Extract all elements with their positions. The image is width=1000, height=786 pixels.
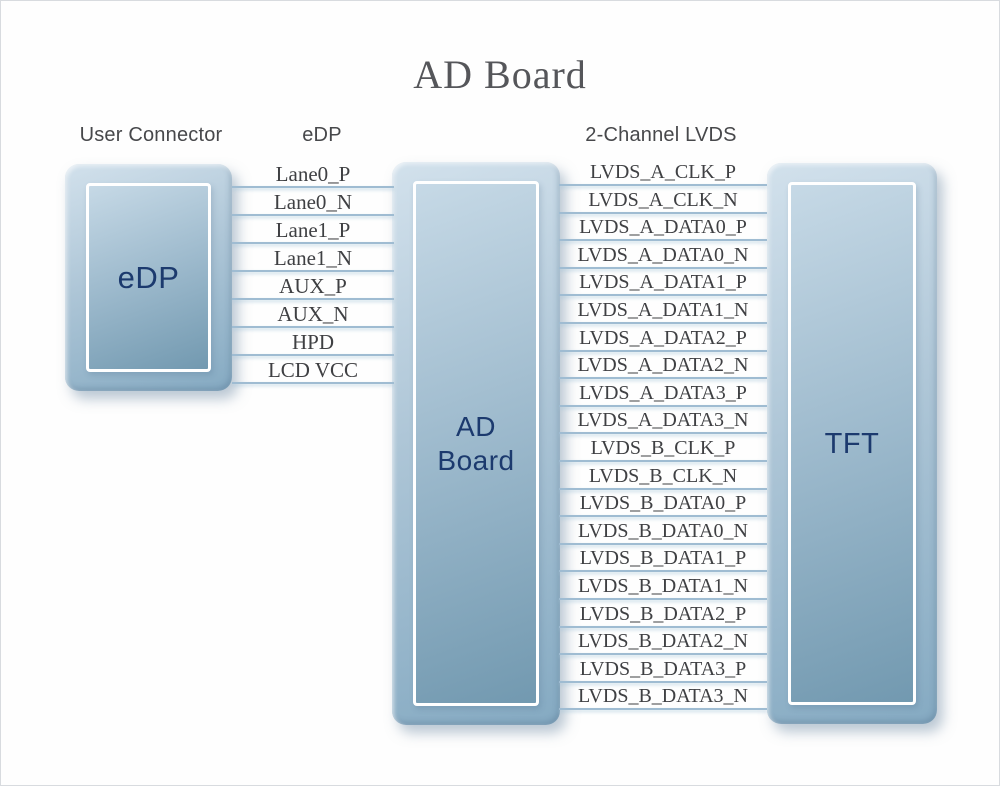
edp-signal-label: HPD (291, 330, 334, 354)
edp-signal-row: Lane0_N (232, 188, 394, 216)
lvds-signal-label: LVDS_A_DATA1_P (579, 271, 747, 294)
lvds-signal-row: LVDS_A_DATA2_N (559, 353, 767, 380)
lvds-signal-line (559, 570, 767, 573)
lvds-signal-label: LVDS_B_CLK_N (588, 464, 738, 487)
lvds-signal-line (559, 680, 767, 683)
lvds-signal-line (559, 432, 767, 435)
lvds-signal-row: LVDS_B_CLK_N (559, 464, 767, 490)
edp-signal-label: Lane1_P (275, 218, 351, 242)
ad-board-label-line2: Board (437, 444, 515, 476)
lvds-signal-label: LVDS_A_DATA3_N (577, 409, 749, 432)
lvds-signal-row: LVDS_B_DATA3_P (559, 657, 767, 683)
lvds-signal-row: LVDS_A_DATA3_N (559, 408, 767, 435)
lvds-signal-label: LVDS_A_DATA3_P (579, 381, 747, 404)
edp-signal-row: AUX_N (232, 300, 394, 328)
edp-connector-block: eDP (65, 164, 232, 391)
edp-block-label: eDP (117, 259, 180, 295)
lvds-signal-label: LVDS_A_DATA0_P (579, 216, 747, 239)
tft-panel-block: TFT (767, 163, 937, 724)
lvds-signal-row: LVDS_B_DATA2_P (559, 602, 767, 628)
lvds-signal-line (559, 239, 767, 242)
edp-signal-row: Lane0_P (232, 160, 394, 188)
edp-signal-line (232, 298, 394, 300)
lvds-signal-line (559, 515, 767, 518)
lvds-signal-label: LVDS_A_DATA1_N (577, 299, 749, 321)
lvds-signal-row: LVDS_B_DATA3_N (559, 684, 767, 711)
lvds-signal-row: LVDS_A_DATA3_P (559, 381, 767, 407)
page-title: AD Board (413, 52, 587, 97)
lvds-signal-row: LVDS_A_DATA0_P (559, 215, 767, 242)
tft-block-label: TFT (824, 427, 880, 460)
edp-signal-label: LCD VCC (267, 358, 359, 382)
lvds-signal-label: LVDS_A_DATA0_N (577, 243, 749, 266)
lvds-signal-line (559, 598, 767, 600)
lvds-signal-row: LVDS_B_DATA0_P (559, 491, 767, 518)
lvds-signal-row: LVDS_B_CLK_P (559, 436, 767, 462)
edp-signal-line (232, 326, 394, 328)
edp-signal-row: Lane1_N (232, 244, 394, 272)
edp-signal-row: LCD VCC (232, 356, 394, 384)
ad-board-block-label: AD Board (437, 410, 514, 478)
column-header-lvds: 2-Channel LVDS (585, 124, 737, 146)
lvds-signal-line (559, 294, 767, 297)
lvds-signal-row: LVDS_B_DATA1_P (559, 546, 767, 573)
lvds-signal-line (559, 708, 767, 711)
edp-signal-line (232, 382, 394, 384)
lvds-signal-row: LVDS_A_DATA1_P (559, 270, 767, 297)
ad-board-label-line1: AD (456, 410, 496, 442)
edp-signal-line (232, 214, 394, 216)
lvds-signal-label: LVDS_B_DATA2_N (578, 630, 748, 653)
lvds-signal-row: LVDS_A_DATA0_N (559, 243, 767, 269)
ad-board-block: AD Board (392, 162, 560, 725)
lvds-signal-line (559, 542, 767, 545)
lvds-signal-line (559, 211, 767, 214)
edp-signal-label: Lane0_P (275, 162, 351, 186)
edp-signal-row: Lane1_P (232, 216, 394, 244)
edp-signal-row: AUX_P (232, 272, 394, 300)
lvds-signal-row: LVDS_A_DATA1_N (559, 298, 767, 324)
edp-signal-line (232, 354, 394, 356)
edp-signal-label: AUX_N (277, 302, 349, 326)
lvds-signal-label: LVDS_A_CLK_N (588, 188, 738, 211)
lvds-signal-line (559, 266, 767, 269)
ad-board-block-inner: AD Board (413, 181, 539, 706)
lvds-signal-row: LVDS_A_CLK_N (559, 188, 767, 214)
lvds-signal-label: LVDS_B_DATA1_P (579, 547, 747, 570)
lvds-signal-line (559, 487, 767, 490)
lvds-signal-row: LVDS_A_DATA2_P (559, 326, 767, 352)
lvds-signal-line (559, 349, 767, 352)
lvds-signal-label: LVDS_B_DATA1_N (578, 575, 748, 597)
lvds-signal-label: LVDS_A_CLK_P (590, 161, 736, 183)
lvds-signal-line (559, 322, 767, 324)
lvds-signal-line (559, 625, 767, 628)
edp-signal-label: Lane1_N (273, 246, 353, 270)
column-header-user-connector: User Connector (79, 124, 223, 146)
edp-signal-label: AUX_P (279, 274, 347, 298)
lvds-signal-label: LVDS_B_DATA0_N (578, 519, 748, 542)
lvds-signal-row: LVDS_A_CLK_P (559, 160, 767, 186)
lvds-signal-row: LVDS_B_DATA0_N (559, 519, 767, 545)
lvds-signal-line (559, 460, 767, 462)
lvds-signal-label: LVDS_A_DATA2_N (577, 354, 749, 377)
edp-signal-label: Lane0_N (273, 190, 353, 214)
edp-signal-line (232, 270, 394, 272)
lvds-signal-line (559, 184, 767, 186)
lvds-signal-row: LVDS_B_DATA1_N (559, 574, 767, 600)
edp-signal-line (232, 242, 394, 244)
lvds-signal-label: LVDS_B_DATA3_P (579, 657, 747, 680)
lvds-signal-line (559, 404, 767, 407)
lvds-signal-label: LVDS_B_DATA3_N (578, 685, 748, 708)
lvds-signal-line (559, 377, 767, 380)
lvds-signal-label: LVDS_B_DATA2_P (579, 602, 747, 625)
edp-signal-line (232, 186, 394, 188)
edp-signal-row: HPD (232, 328, 394, 356)
column-header-edp: eDP (302, 124, 342, 146)
lvds-signal-label: LVDS_B_CLK_P (590, 437, 736, 459)
lvds-signal-line (559, 653, 767, 656)
edp-connector-block-inner: eDP (86, 183, 211, 372)
lvds-signal-label: LVDS_A_DATA2_P (579, 326, 747, 349)
lvds-signal-label: LVDS_B_DATA0_P (579, 492, 747, 515)
tft-panel-block-inner: TFT (788, 182, 916, 705)
lvds-signal-row: LVDS_B_DATA2_N (559, 629, 767, 656)
